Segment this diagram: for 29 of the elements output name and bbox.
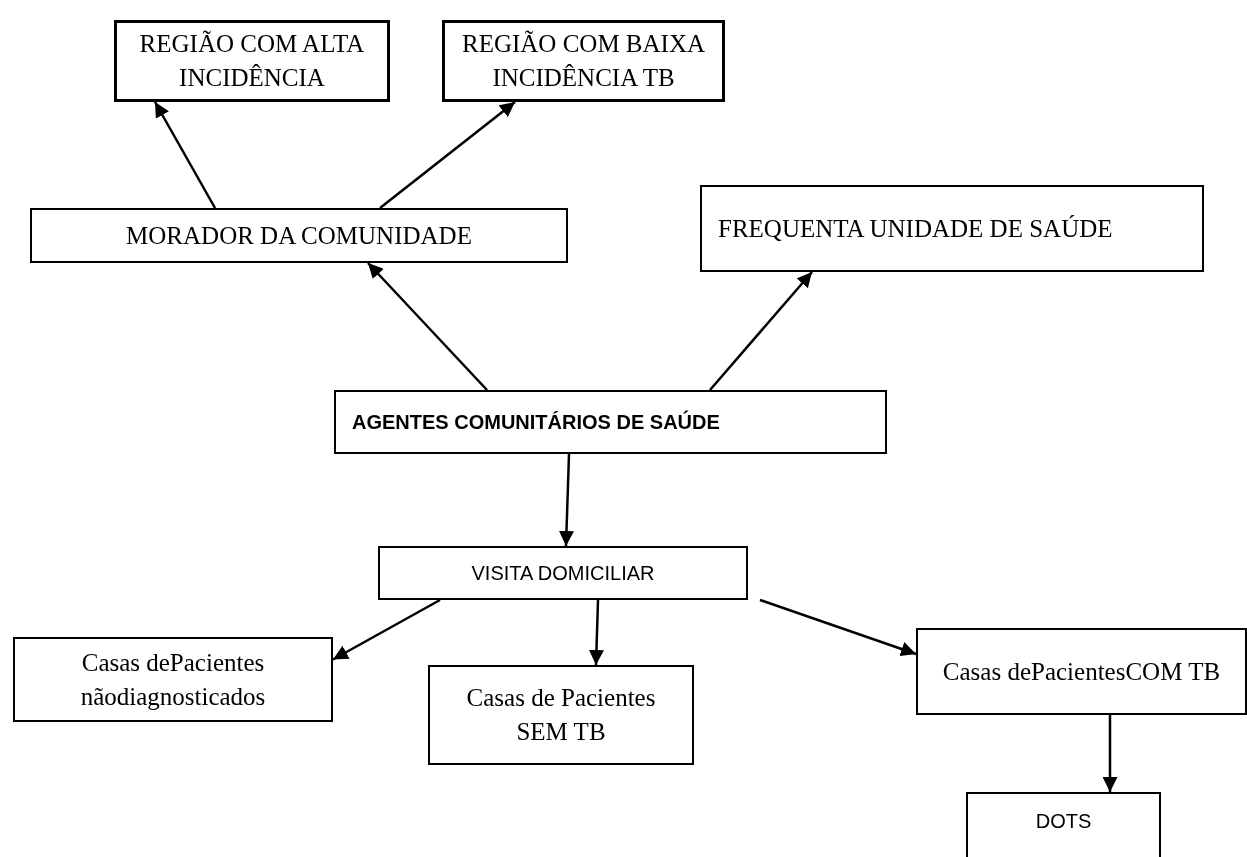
arrow [332,598,441,661]
box-label: AGENTES COMUNITÁRIOS DE SAÚDE [352,409,720,435]
process-box [334,390,887,454]
arrow [1102,715,1118,792]
box-label: Casas dePacientesCOM TB [942,656,1221,687]
process-box [428,665,694,765]
box-label: Casas dePacientes nãodiagnosticados [79,647,267,712]
arrow [709,271,813,391]
arrow [379,101,516,209]
process-box [916,628,1247,715]
process-box [30,208,568,263]
process-box [13,637,333,722]
arrow [759,598,917,657]
arrow [367,262,488,391]
box-label: REGIÃO COM ALTA INCIDÊNCIA [138,29,366,93]
box-label: DOTS [1035,809,1092,834]
box-label: MORADOR DA COMUNIDADE [126,220,472,251]
box-label: VISITA DOMICILIAR [471,560,655,586]
box-label: FREQUENTA UNIDADE DE SAÚDE [718,213,1113,244]
arrow [588,599,604,666]
arrow [559,453,574,547]
box-label: Casas de Pacientes SEM TB [465,683,657,747]
process-box [114,20,390,102]
process-box [966,792,1161,857]
box-label: REGIÃO COM BAIXA INCIDÊNCIA TB [460,29,707,93]
process-box [378,546,748,600]
arrow [153,101,217,209]
process-box [700,185,1204,272]
process-box [442,20,725,102]
